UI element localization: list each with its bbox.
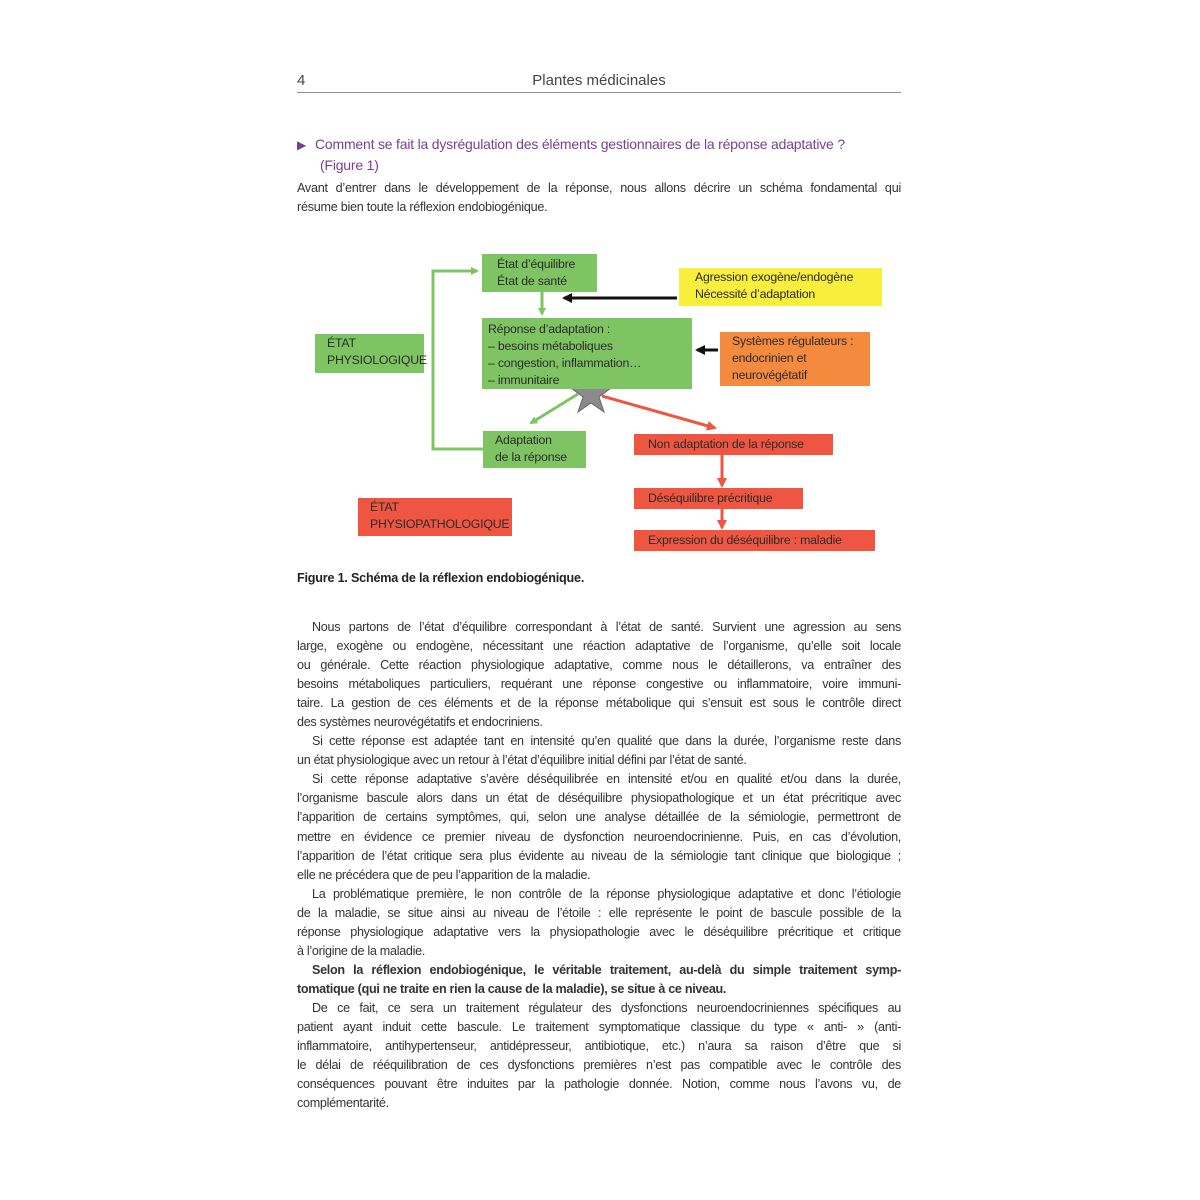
paragraph-line: patient ayant induit cette bascule. Le t…	[297, 1019, 901, 1034]
paragraph-line: Nous partons de l’état d’équilibre corre…	[312, 620, 901, 634]
paragraph-line: à l’origine de la maladie.	[297, 943, 426, 958]
box-line: Systèmes régulateurs :	[732, 334, 854, 348]
paragraph-line: taire. La gestion de ces éléments et de …	[297, 696, 901, 711]
paragraph-line: Selon la réflexion endobiogénique, le vé…	[312, 962, 901, 977]
intro-line: Avant d’entrer dans le développement de …	[297, 181, 901, 195]
box-line: Réponse d’adaptation :	[488, 322, 611, 336]
box-line: – congestion, inflammation…	[488, 356, 642, 370]
header-divider	[297, 92, 901, 93]
paragraph-line: de la maladie, se situe ainsi au niveau …	[297, 905, 901, 920]
expression-maladie-box: Expression du déséquilibre : maladie	[634, 530, 875, 551]
box-line: Adaptation	[495, 433, 552, 447]
paragraph-line: tomatique (qui ne traite en rien la caus…	[297, 981, 727, 996]
paragraph-line: l’apparition de l’état critique sera plu…	[297, 848, 901, 863]
paragraph-line: le délai de rééquilibration de ces dysfo…	[297, 1058, 901, 1073]
reponse-adaptation-box: Réponse d’adaptation : – besoins métabol…	[482, 318, 692, 389]
paragraph-line: La problématique première, le non contrô…	[312, 886, 901, 901]
intro-line: résume bien toute la réflexion endobiogé…	[297, 200, 548, 214]
box-line: PHYSIOLOGIQUE	[327, 353, 427, 367]
box-line: – besoins métaboliques	[488, 339, 613, 353]
etat-physiopathologique-box: ÉTAT PHYSIOPATHOLOGIQUE	[358, 498, 512, 536]
paragraph: La problématique première, le non contrô…	[297, 885, 901, 961]
box-line: endocrinien et	[732, 351, 807, 365]
etat-physiologique-box: ÉTAT PHYSIOLOGIQUE	[315, 334, 427, 373]
desequilibre-precritique-box: Déséquilibre précritique	[634, 488, 803, 509]
adaptation-arrow	[529, 392, 579, 425]
paragraph-line: De ce fait, ce sera un traitement régula…	[312, 1000, 901, 1015]
paragraph-line: complémentarité.	[297, 1096, 389, 1111]
paragraph-line: inflammatoire, antihypertenseur, antidép…	[297, 1039, 901, 1054]
triangle-right-icon: ▶	[297, 138, 307, 152]
box-line: ÉTAT	[370, 500, 399, 514]
paragraph-line: un état physiologique avec un retour à l…	[297, 753, 747, 768]
paragraph-line: Si cette réponse est adaptée tant en int…	[312, 734, 901, 749]
paragraph: De ce fait, ce sera un traitement régula…	[297, 999, 901, 1113]
box-line: neurovégétatif	[732, 368, 808, 382]
body-text: Nous partons de l’état d’équilibre corre…	[297, 618, 901, 1113]
paragraph-line: réponse physiologique adaptative vers la…	[297, 924, 901, 939]
box-line: PHYSIOPATHOLOGIQUE	[370, 517, 510, 531]
paragraph-line: mettre en évidence ce premier niveau de …	[297, 829, 901, 844]
adaptation-reponse-box: Adaptation de la réponse	[483, 431, 586, 468]
box-line: Nécessité d’adaptation	[695, 287, 816, 301]
systemes-regulateurs-box: Systèmes régulateurs : endocrinien et ne…	[720, 332, 870, 386]
paragraph-line: ou générale. Cette réaction physiologiqu…	[297, 658, 901, 673]
running-title: Plantes médicinales	[532, 72, 666, 89]
paragraph-line: des systèmes neurovégétatifs et endocrin…	[297, 715, 543, 730]
agression-box: Agression exogène/endogène Nécessité d’a…	[679, 268, 882, 306]
figure-caption: Figure 1. Schéma de la réflexion endobio…	[297, 571, 585, 585]
paragraph: Si cette réponse adaptative s’avère désé…	[297, 770, 901, 884]
box-line: Agression exogène/endogène	[695, 270, 854, 284]
paragraph-line: Si cette réponse adaptative s’avère désé…	[312, 772, 901, 787]
box-line: ÉTAT	[327, 336, 356, 350]
paragraph-line: elle ne précédera que de peu l’apparitio…	[297, 867, 591, 882]
box-line: de la réponse	[495, 450, 567, 464]
question-line-1: Comment se fait la dysrégulation des élé…	[315, 136, 845, 152]
paragraph: Nous partons de l’état d’équilibre corre…	[297, 618, 901, 732]
paragraph: Si cette réponse est adaptée tant en int…	[297, 732, 901, 770]
etat-equilibre-box: État d’équilibre État de santé	[482, 254, 597, 292]
paragraph-line: l’organisme bascule alors dans un état d…	[297, 791, 901, 806]
intro-paragraph: Avant d’entrer dans le développement de …	[297, 179, 901, 217]
paragraph: Selon la réflexion endobiogénique, le vé…	[297, 961, 901, 999]
paragraph-line: conséquences pouvant être induites par l…	[297, 1077, 901, 1092]
non-adaptation-box: Non adaptation de la réponse	[634, 434, 833, 455]
return-loop-arrow	[431, 267, 483, 451]
page-number: 4	[297, 72, 306, 89]
paragraph-line: besoins métaboliques particuliers, requé…	[297, 677, 901, 692]
box-line: État d’équilibre	[497, 257, 576, 271]
section-question-heading: ▶ Comment se fait la dysrégulation des él…	[297, 134, 907, 175]
box-line: – immunitaire	[488, 373, 560, 387]
box-line: État de santé	[497, 274, 567, 288]
paragraph-line: large, exogène ou endogène, nécessitant …	[297, 639, 901, 654]
question-figure-ref: (Figure 1)	[320, 157, 379, 173]
paragraph-line: l’apparition de certains symptômes, qui,…	[297, 810, 901, 825]
non-adaptation-arrow	[601, 394, 717, 431]
